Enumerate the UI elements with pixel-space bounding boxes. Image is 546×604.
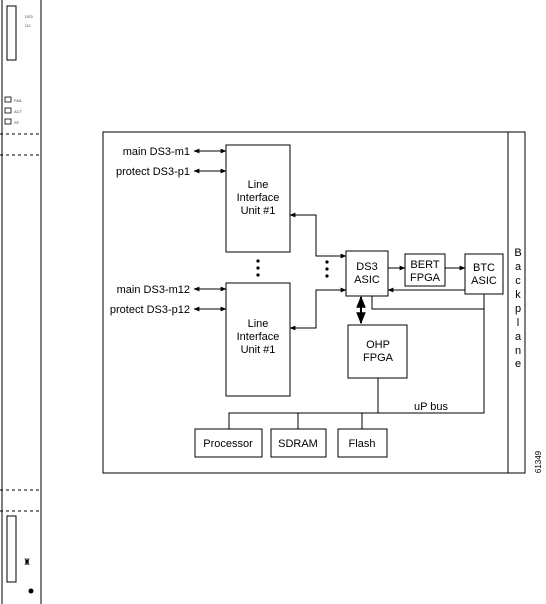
top-ejector-slot [6, 5, 17, 61]
led-fail-indicator [4, 96, 12, 103]
liu-top-label-3: Unit #1 [241, 205, 276, 217]
screw-icon [28, 588, 34, 594]
led-act-label: ACT [14, 109, 23, 114]
input-protect-ds3-p1: protect DS3-p1 [116, 166, 190, 178]
faceplate-top-label-2: I12 [25, 23, 31, 28]
ds3-asic-block [345, 250, 389, 297]
figure-id: 61349 [534, 450, 543, 473]
bert-fpga-label-1: BERT [410, 259, 439, 271]
led-fail-label: FAIL [14, 98, 23, 103]
sdram-block [270, 428, 327, 458]
input-protect-ds3-p12: protect DS3-p12 [110, 304, 190, 316]
sdram-label: SDRAM [278, 438, 318, 450]
bus-ellipsis-dots [325, 260, 329, 278]
card-faceplate: DS3 I12 FAIL ACT SF ♜ [0, 0, 42, 604]
processor-block [194, 428, 263, 458]
up-bus-drop-ds3 [371, 296, 484, 310]
faceplate-top-label-1: DS3 [25, 14, 34, 19]
ohp-fpga-label-2: FPGA [363, 352, 394, 364]
svg-text:a: a [515, 331, 522, 343]
cisco-logo-icon: ♜ [23, 557, 31, 567]
svg-text:p: p [515, 303, 521, 315]
flash-block [337, 428, 388, 458]
bottom-ejector-slot [6, 515, 17, 583]
btc-asic-block [464, 253, 504, 295]
led-sf-label: SF [14, 120, 20, 125]
ds3-asic-label-1: DS3 [356, 261, 377, 273]
link-liu-bottom-to-ds3 [289, 287, 347, 331]
up-bus-label: uP bus [414, 401, 449, 413]
led-act-indicator [4, 107, 12, 114]
liu-top-block [225, 144, 291, 253]
diagram-frame [102, 131, 526, 474]
svg-text:n: n [515, 345, 521, 357]
link-liu-top-to-ds3 [289, 212, 347, 259]
svg-text:l: l [517, 317, 519, 329]
input-main-ds3-m12: main DS3-m12 [117, 284, 190, 296]
svg-text:e: e [515, 358, 521, 370]
input-main-ds3-m1: main DS3-m1 [123, 146, 190, 158]
ohp-fpga-block [347, 324, 408, 379]
svg-text:c: c [515, 275, 521, 287]
flash-label: Flash [349, 438, 376, 450]
svg-text:a: a [515, 261, 522, 273]
ohp-fpga-label-1: OHP [366, 339, 390, 351]
liu-top-label-1: Line [248, 179, 269, 191]
svg-text:B: B [514, 247, 521, 259]
liu-bottom-label-2: Interface [237, 331, 280, 343]
liu-ellipsis-dots [256, 259, 260, 277]
bert-fpga-label-2: FPGA [410, 272, 441, 284]
liu-bottom-label-3: Unit #1 [241, 344, 276, 356]
backplane-label: B a c k p l a n e [514, 247, 522, 370]
ds3-asic-label-2: ASIC [354, 274, 380, 286]
liu-top-label-2: Interface [237, 192, 280, 204]
up-bus-line [228, 294, 485, 429]
liu-bottom-block [225, 282, 291, 397]
btc-asic-label-1: BTC [473, 262, 495, 274]
svg-text:k: k [515, 289, 521, 301]
btc-asic-label-2: ASIC [471, 275, 497, 287]
led-sf-indicator [4, 118, 12, 125]
liu-bottom-label-1: Line [248, 318, 269, 330]
processor-label: Processor [203, 438, 253, 450]
bert-fpga-block [404, 253, 446, 287]
